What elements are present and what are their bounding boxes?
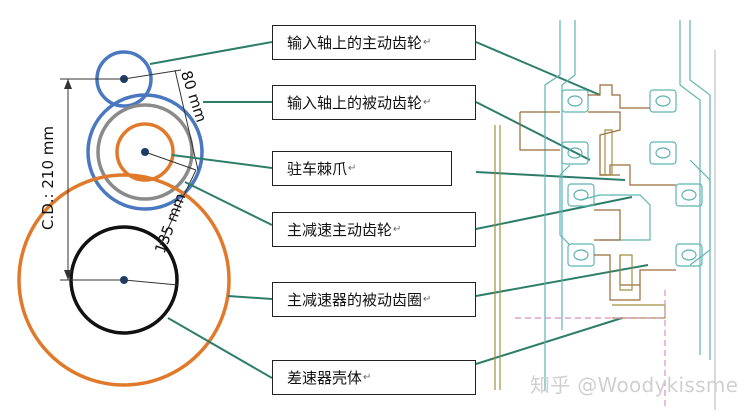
cross-section-drawing xyxy=(494,20,716,410)
center-distance-label: C.D.: 210 mm xyxy=(39,126,57,230)
parking-pawl-gear-circle xyxy=(115,122,175,182)
label-text: 主减速器的被动齿圈 xyxy=(287,291,423,309)
large-gap-label: 135 mm xyxy=(151,191,189,256)
input-driven-gear-circle xyxy=(86,93,204,211)
watermark: 知乎 @Woodykissme xyxy=(530,373,739,397)
label-final-drive-pinion: 主减速主动齿轮↵ xyxy=(272,212,476,247)
paragraph-mark: ↵ xyxy=(423,97,432,108)
paragraph-mark: ↵ xyxy=(423,37,432,48)
dimension-lines xyxy=(60,69,199,286)
paragraph-mark: ↵ xyxy=(363,372,372,383)
label-input-drive-gear: 输入轴上的主动齿轮↵ xyxy=(272,25,476,60)
label-text: 输入轴上的主动齿轮 xyxy=(287,34,423,52)
label-text: 主减速主动齿轮 xyxy=(287,221,393,239)
label-differential-case: 差速器壳体↵ xyxy=(272,360,476,395)
small-gap-label: 80 mm xyxy=(177,68,211,124)
label-input-driven-gear: 输入轴上的被动齿轮↵ xyxy=(272,85,476,120)
paragraph-mark: ↵ xyxy=(348,163,357,174)
paragraph-mark: ↵ xyxy=(423,294,432,305)
label-text: 差速器壳体 xyxy=(287,369,363,387)
gray-gear-circle xyxy=(96,103,194,201)
final-drive-ring-gear-circle xyxy=(17,173,231,387)
label-text: 驻车棘爪 xyxy=(287,160,348,178)
gear-circles xyxy=(17,50,231,387)
label-final-drive-ring-gear: 主减速器的被动齿圈↵ xyxy=(272,282,476,317)
label-text: 输入轴上的被动齿轮 xyxy=(287,94,423,112)
label-parking-pawl: 驻车棘爪↵ xyxy=(272,151,452,186)
paragraph-mark: ↵ xyxy=(393,224,402,235)
